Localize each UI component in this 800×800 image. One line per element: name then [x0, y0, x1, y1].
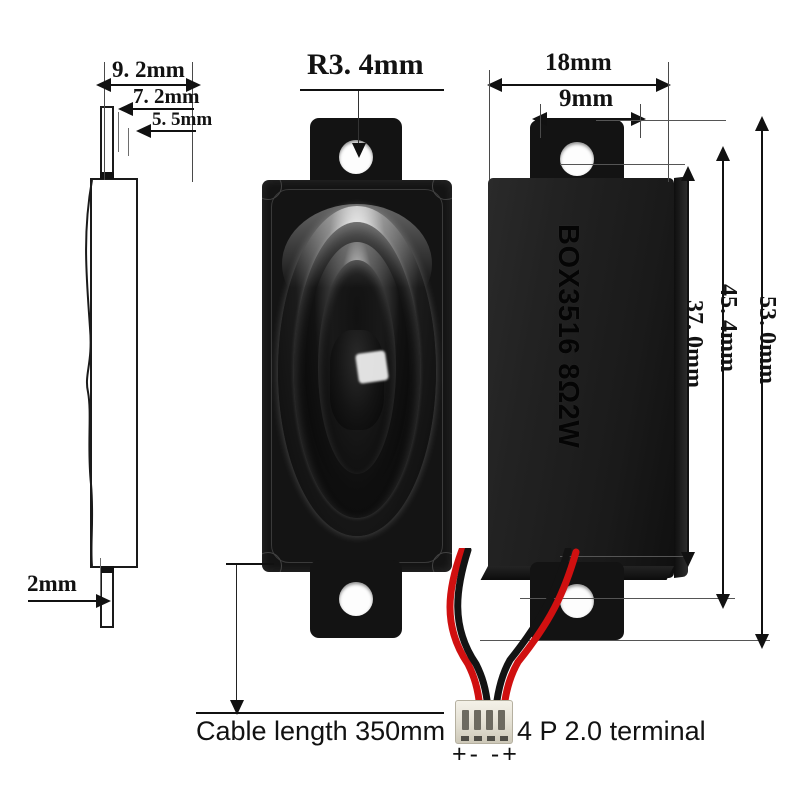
connector-slot-3	[487, 736, 495, 741]
connector-pin-4	[498, 710, 505, 730]
ext-rule-tab-bottom	[480, 640, 770, 641]
dimension-label-2mm: 2mm	[27, 571, 77, 596]
dimension-label-18mm: 18mm	[545, 49, 612, 76]
dimension-label-9mm: 9mm	[559, 85, 614, 112]
ext-line-side-inner-b	[128, 128, 129, 156]
ext-line-side-right	[192, 62, 193, 182]
speaker-highlight	[355, 350, 390, 384]
annotation-terminal: 4 P 2.0 terminal	[517, 716, 706, 746]
dimension-line-9mm	[545, 118, 637, 120]
arrowhead-53mm-top	[755, 116, 769, 131]
dimension-line-2mm	[28, 600, 100, 602]
back-view-drawing: BOX3516 8Ω2W	[480, 120, 688, 640]
dimension-label-9-2mm: 9. 2mm	[112, 57, 185, 82]
ext-line-18mm-right	[668, 62, 669, 182]
dimension-line-7-2mm	[132, 108, 194, 110]
dimension-line-37mm	[687, 178, 689, 558]
dimension-label-7-2mm: 7. 2mm	[133, 84, 200, 108]
arrowhead-9mm-left	[532, 112, 547, 126]
arrowhead-cable-length	[230, 700, 244, 715]
arrowhead-7-2mm-left	[118, 102, 133, 116]
side-view-drawing	[78, 106, 140, 628]
arrowhead-2mm-right	[96, 594, 111, 608]
connector-pin-1	[462, 710, 469, 730]
ext-rule-body-bottom	[560, 556, 685, 557]
connector-slot-4	[500, 736, 508, 741]
connector-pin-3	[486, 710, 493, 730]
dimension-label-5-5mm: 5. 5mm	[152, 109, 213, 130]
dimension-line-45-4mm	[722, 158, 724, 600]
dimension-label-45-4mm: 45. 4mm	[715, 284, 741, 372]
mounting-tab-bottom	[310, 560, 402, 638]
connector-slot-2	[474, 736, 482, 741]
jst-connector	[455, 700, 513, 744]
side-view-body	[90, 178, 138, 568]
ext-line-18mm-left	[489, 70, 490, 180]
dimension-line-5-5mm	[150, 130, 196, 132]
ext-line-side-left	[104, 62, 105, 180]
underline-r3-4mm	[300, 89, 444, 91]
arrowhead-37mm-bottom	[681, 552, 695, 567]
side-view-tab-top	[100, 106, 114, 178]
dimension-line-18mm	[500, 84, 662, 86]
ext-line-9mm-right	[640, 104, 641, 138]
ext-rule-tab-mid	[520, 598, 735, 599]
arrowhead-53mm-bottom	[755, 634, 769, 649]
ext-line-side-inner-a	[118, 112, 119, 152]
speaker-frame	[262, 180, 452, 572]
dimension-label-37mm: 37. 0mm	[681, 300, 707, 388]
ext-line-9mm-left	[540, 104, 541, 138]
side-view-tab-top-cap	[100, 172, 114, 179]
speaker-wires	[446, 548, 580, 712]
leader-line-r3-4mm	[358, 91, 359, 147]
ext-rule-hole-top	[596, 120, 726, 121]
frame-corner-br	[432, 552, 452, 572]
product-marking: BOX3516 8Ω2W	[552, 224, 584, 449]
connector-pin-2	[474, 710, 481, 730]
arrowhead-9mm-right	[631, 112, 646, 126]
annotation-cable-length: Cable length 350mm	[196, 716, 446, 746]
ext-line-2mm	[100, 558, 101, 596]
arrowhead-18mm-left	[487, 78, 502, 92]
dimension-label-53mm: 53. 0mm	[754, 296, 780, 384]
polarity-markers: +- -+	[452, 740, 520, 768]
dimension-line-53mm	[761, 128, 763, 640]
side-view-tab-bottom-cap	[100, 566, 114, 573]
frame-corner-tl	[262, 180, 282, 200]
mounting-hole-bottom	[339, 582, 373, 616]
arrowhead-5-5mm-left	[136, 124, 151, 138]
arrowhead-9-2mm-right	[186, 78, 201, 92]
frame-corner-bl	[262, 552, 282, 572]
back-enclosure-body	[488, 178, 674, 578]
arrowhead-45-4mm-bottom	[716, 594, 730, 609]
back-mounting-hole-top	[560, 142, 594, 176]
arrowhead-18mm-right	[656, 78, 671, 92]
arrowhead-9-2mm-left	[96, 78, 111, 92]
leader-line-cable-length	[236, 565, 237, 705]
frame-corner-tr	[432, 180, 452, 200]
arrowhead-r3-4mm	[352, 143, 366, 158]
arrowhead-37mm-top	[681, 166, 695, 181]
dimension-label-r3-4mm: R3. 4mm	[307, 48, 424, 81]
connector-slot-1	[461, 736, 469, 741]
ext-rule-body-top	[560, 164, 685, 165]
tick-cable-length-top	[226, 563, 274, 565]
dimension-line-9-2mm	[110, 84, 192, 86]
side-view-cone-profile	[85, 179, 94, 567]
underline-cable-length	[196, 712, 444, 714]
arrowhead-45-4mm-top	[716, 146, 730, 161]
